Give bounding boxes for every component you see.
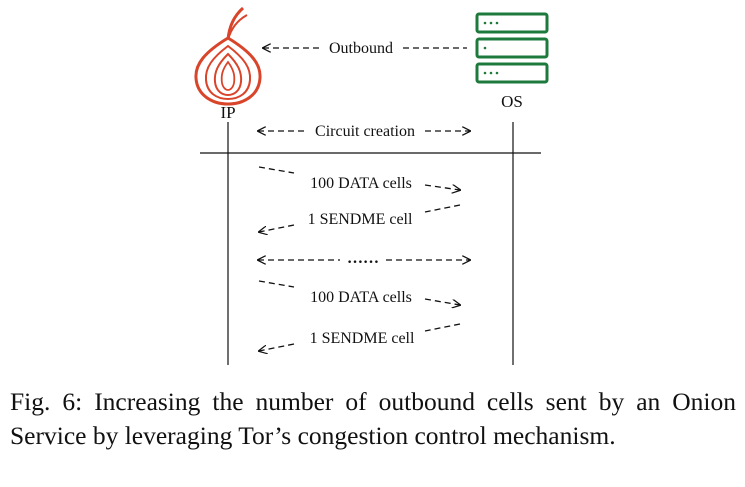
- data-cells-label-1: 100 DATA cells: [310, 175, 412, 192]
- figure-caption: Fig. 6: Increasing the number of outboun…: [10, 387, 736, 450]
- outbound-label: Outbound: [329, 40, 393, 57]
- circuit-creation-label: Circuit creation: [315, 123, 415, 140]
- data-cells-arrow-2: 100 DATA cells: [258, 280, 460, 306]
- ellipsis-label: ……: [347, 250, 379, 267]
- sequence-diagram: IP OS Outbound Circuit creation 100 DATA…: [194, 6, 549, 365]
- data-cells-label-2: 100 DATA cells: [310, 289, 412, 306]
- ip-label: IP: [220, 103, 235, 122]
- sendme-arrow-2: 1 SENDME cell: [259, 323, 461, 351]
- outbound-arrow: Outbound: [263, 40, 467, 57]
- data-cells-arrow-1: 100 DATA cells: [258, 166, 460, 192]
- sendme-label-1: 1 SENDME cell: [308, 211, 413, 228]
- tor-onion-icon: [194, 6, 262, 106]
- repeat-ellipsis-arrow: ……: [258, 250, 470, 267]
- sendme-arrow-1: 1 SENDME cell: [259, 204, 461, 232]
- os-label: OS: [501, 92, 523, 111]
- server-stack-icon: [475, 12, 549, 84]
- circuit-creation-arrow: Circuit creation: [258, 123, 470, 140]
- sendme-label-2: 1 SENDME cell: [310, 330, 415, 347]
